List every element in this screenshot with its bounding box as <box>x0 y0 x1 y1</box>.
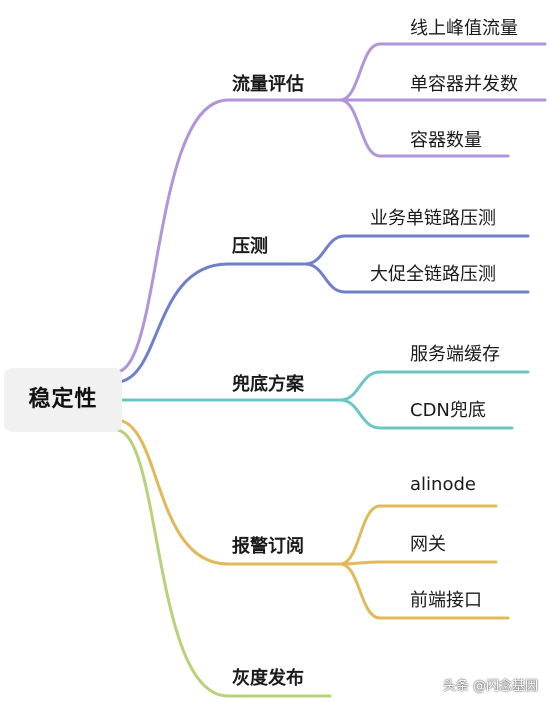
branch-connector-1 <box>114 262 307 384</box>
branch-connector-4 <box>114 428 332 698</box>
root-node[interactable] <box>4 368 122 432</box>
leaf-label-peak-traffic[interactable]: 线上峰值流量 <box>410 18 518 39</box>
leaf-label-single-link-test[interactable]: 业务单链路压测 <box>370 208 496 229</box>
leaf-connector-1-0 <box>303 234 530 266</box>
watermark-text: 头条 @闪念基因 <box>442 679 538 694</box>
leaf-connector-0-0 <box>338 42 547 102</box>
leaf-label-full-link-test[interactable]: 大促全链路压测 <box>370 264 496 285</box>
leaf-label-container-count[interactable]: 容器数量 <box>410 130 482 151</box>
branch-connector-0 <box>114 98 342 374</box>
leaf-label-alinode[interactable]: alinode <box>410 474 476 495</box>
leaf-label-server-cache[interactable]: 服务端缓存 <box>410 344 500 365</box>
branch-connector-3 <box>114 418 342 566</box>
leaf-connector-1-1 <box>303 262 530 294</box>
branch-label-fallback-plan[interactable]: 兜底方案 <box>232 374 304 395</box>
leaf-connector-3-2 <box>338 562 510 620</box>
leaf-label-gateway[interactable]: 网关 <box>410 534 446 555</box>
leaf-label-frontend-api[interactable]: 前端接口 <box>410 590 482 611</box>
leaf-connector-3-0 <box>338 504 498 566</box>
leaf-label-cdn-fallback[interactable]: CDN兜底 <box>410 400 486 421</box>
leaf-connector-2-1 <box>338 398 514 430</box>
branch-label-stress-test[interactable]: 压测 <box>232 236 268 257</box>
branch-label-alert-subscription[interactable]: 报警订阅 <box>232 536 304 557</box>
root-label: 稳定性 <box>28 387 98 412</box>
leaf-connector-3-1 <box>338 560 498 566</box>
leaf-connector-2-0 <box>338 370 530 402</box>
branch-label-gray-release[interactable]: 灰度发布 <box>232 668 304 689</box>
leaf-label-container-concurrency[interactable]: 单容器并发数 <box>410 74 518 95</box>
leaf-connector-0-2 <box>338 98 510 158</box>
branch-label-traffic-assessment[interactable]: 流量评估 <box>232 74 304 95</box>
